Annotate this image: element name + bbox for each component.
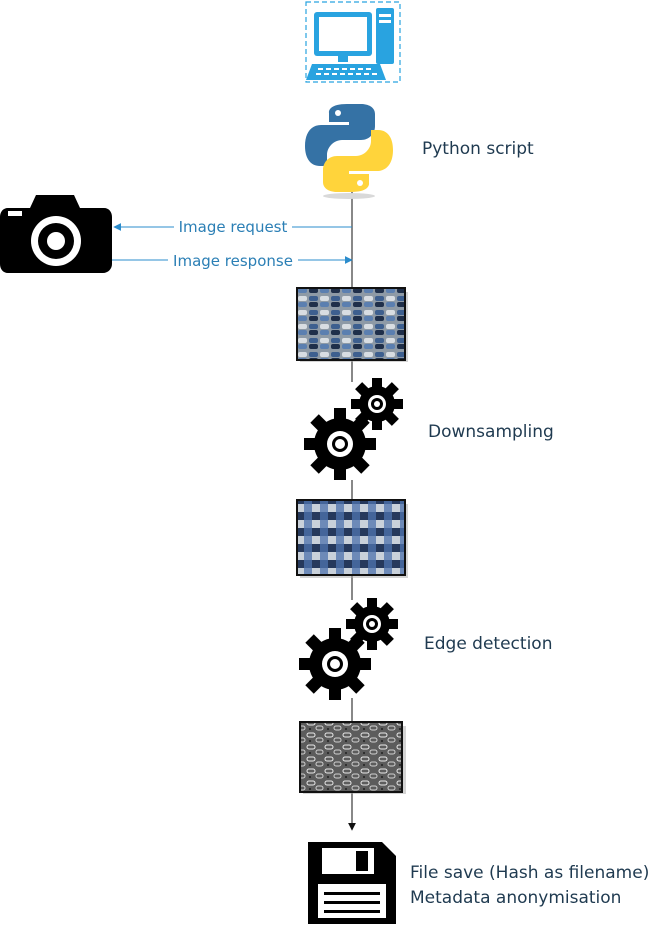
downsampled-image xyxy=(296,499,408,578)
parking-lot-image xyxy=(296,287,408,362)
edge-detection-gears-icon xyxy=(299,598,398,700)
python-logo xyxy=(305,104,393,199)
metadata-anonymisation-label: Metadata anonymisation xyxy=(410,888,621,908)
edge-detection-label: Edge detection xyxy=(424,634,552,654)
file-save-label: File save (Hash as filename) xyxy=(410,863,649,883)
downsampling-gears-icon xyxy=(304,378,403,480)
floppy-disk-icon xyxy=(308,842,396,924)
image-response-label: Image response xyxy=(173,252,293,270)
python-script-label: Python script xyxy=(422,139,534,159)
image-request-label: Image request xyxy=(179,218,288,236)
computer-icon xyxy=(305,1,401,83)
camera-icon xyxy=(0,195,112,273)
edge-detected-image xyxy=(299,721,406,794)
downsampling-label: Downsampling xyxy=(428,422,554,442)
